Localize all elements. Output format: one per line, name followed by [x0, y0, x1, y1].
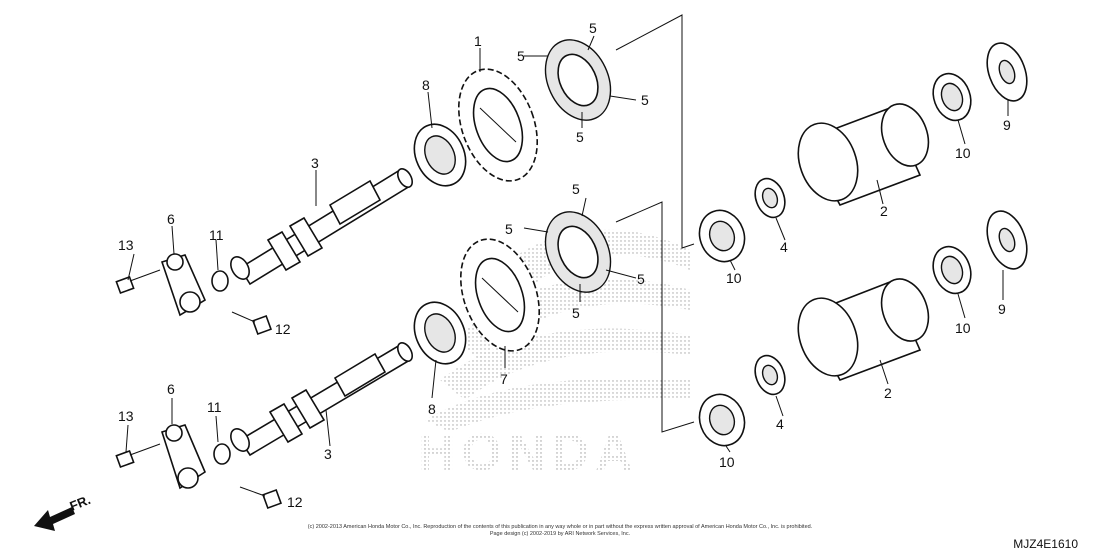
callout-9-upper: 9	[1003, 117, 1011, 133]
bolt-13-lower	[115, 443, 161, 469]
callout-5-upper-c: 5	[641, 92, 649, 108]
callout-10-upper-right: 10	[955, 145, 971, 161]
callout-5-upper-a: 5	[517, 48, 525, 64]
callout-5-lower-d: 5	[572, 305, 580, 321]
damper-ring-lower	[544, 211, 612, 293]
honda-watermark-text: HONDA	[418, 424, 639, 482]
front-direction-label: FR.	[68, 492, 93, 514]
callout-4-upper: 4	[780, 239, 788, 255]
bearing-holder-upper	[413, 123, 467, 187]
callout-11-lower: 11	[207, 399, 222, 415]
callout-10-upper-left: 10	[726, 270, 742, 286]
callout-6-lower: 6	[167, 381, 175, 397]
callout-4-lower: 4	[776, 416, 784, 432]
callout-5-lower-b: 5	[572, 181, 580, 197]
callout-11-upper: 11	[209, 227, 224, 243]
arm-upper	[160, 253, 207, 317]
bolt-12-lower	[239, 486, 282, 509]
o-ring-upper	[211, 270, 229, 292]
leader-lines	[125, 35, 1009, 453]
bracket-lines	[615, 14, 695, 433]
needle-bearing-upper-right	[932, 72, 972, 122]
callout-5-lower-a: 5	[505, 221, 513, 237]
callout-3-lower: 3	[324, 446, 332, 462]
callout-2-upper: 2	[880, 203, 888, 219]
washer-lower	[986, 210, 1028, 270]
copyright-line-2: Page design (c) 2002-2019 by ARI Network…	[490, 531, 631, 537]
bearing-holder-lower	[413, 301, 467, 365]
gear-upper	[457, 68, 539, 182]
o-ring-lower	[213, 443, 231, 465]
collar-lower	[754, 354, 786, 396]
callout-12-lower: 12	[287, 494, 303, 510]
gear-lower	[459, 238, 541, 352]
callout-12-upper: 12	[275, 321, 291, 337]
needle-bearing-upper-left	[698, 209, 746, 263]
needle-bearing-lower-left	[698, 393, 746, 447]
callout-9-lower: 9	[998, 301, 1006, 317]
callout-7: 7	[500, 371, 508, 387]
needle-bearing-lower-right	[932, 245, 972, 295]
cam-hub-upper	[797, 103, 930, 206]
cam-hub-lower	[797, 278, 930, 381]
damper-ring-upper	[544, 39, 612, 121]
callout-13-lower: 13	[118, 408, 134, 424]
copyright-line-1: (c) 2002-2013 American Honda Motor Co., …	[308, 524, 813, 530]
callout-5-lower-c: 5	[637, 271, 645, 287]
collar-upper	[754, 177, 786, 219]
bolt-12-upper	[231, 311, 272, 335]
callout-8-upper: 8	[422, 77, 430, 93]
callout-labels: 1 2 2 3 3 4 4 5 5 5 5 5 5 5 5 6 6 7 8 8 …	[118, 20, 1011, 510]
shaft-lower	[230, 342, 414, 457]
callout-3-upper: 3	[311, 155, 319, 171]
shaft-upper	[230, 168, 414, 286]
callout-5-upper-d: 5	[576, 129, 584, 145]
callout-1: 1	[474, 33, 482, 49]
callout-6-upper: 6	[167, 211, 175, 227]
callout-13-upper: 13	[118, 237, 134, 253]
bolt-13-upper	[115, 269, 161, 295]
front-direction-arrow: FR.	[34, 492, 93, 531]
diagram-code: MJZ4E1610	[1013, 537, 1078, 551]
callout-2-lower: 2	[884, 385, 892, 401]
callout-10-lower-right: 10	[955, 320, 971, 336]
callout-10-lower-left: 10	[719, 454, 735, 470]
arm-lower	[160, 424, 207, 490]
callout-8-lower: 8	[428, 401, 436, 417]
washer-upper	[986, 42, 1028, 102]
callout-5-upper-b: 5	[589, 20, 597, 36]
